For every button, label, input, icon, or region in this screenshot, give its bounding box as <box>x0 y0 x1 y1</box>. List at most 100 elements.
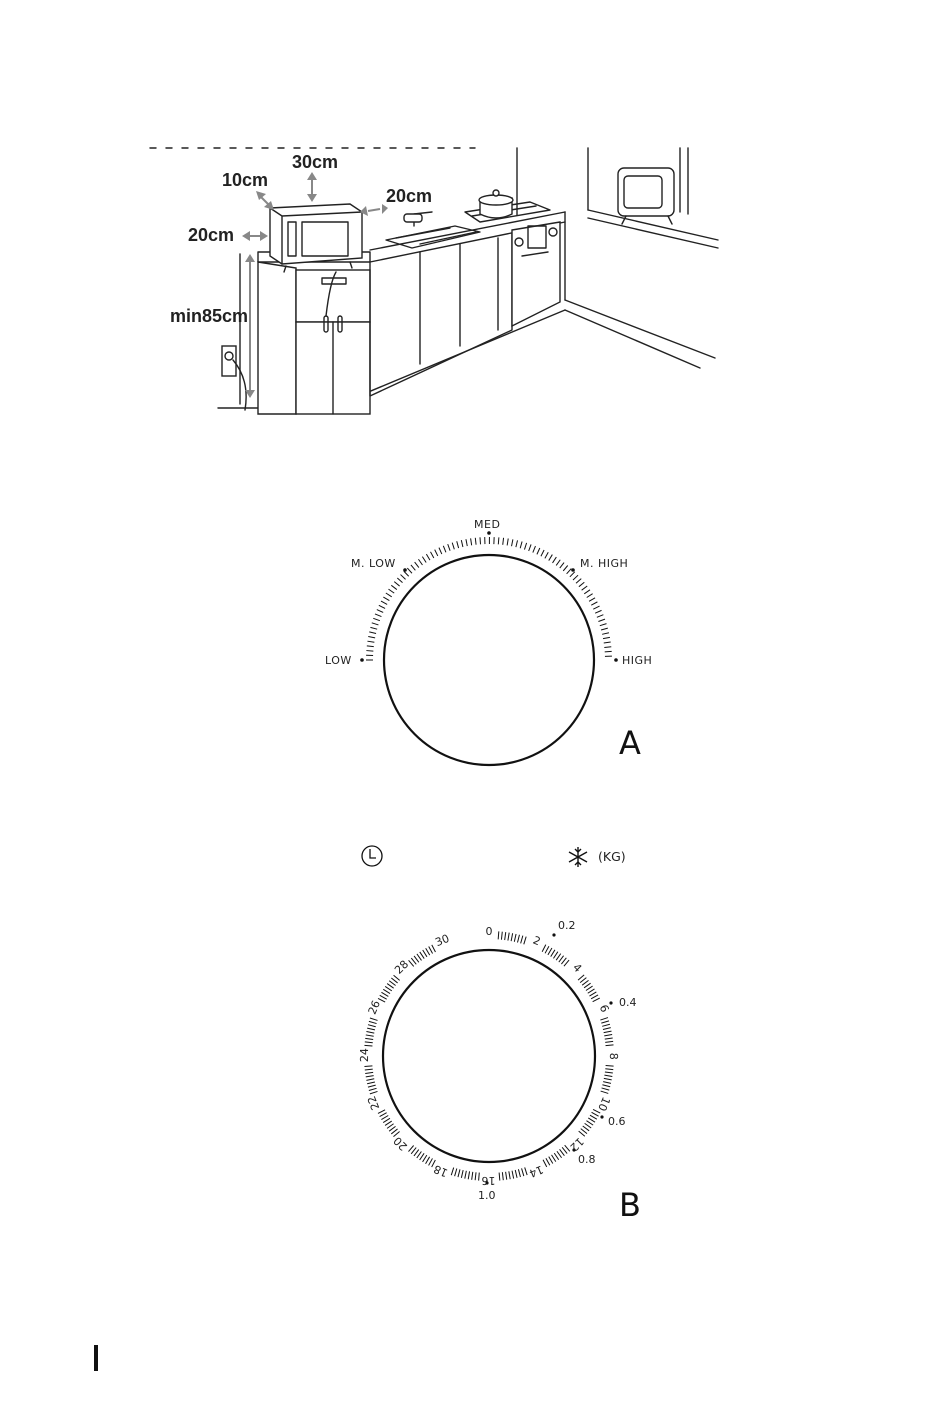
dial-tick <box>380 1113 387 1117</box>
dial-tick <box>378 998 385 1002</box>
dial-tick <box>593 998 600 1002</box>
dial-tick <box>391 978 397 983</box>
dial-tick <box>552 1155 556 1162</box>
dial-tick <box>557 1151 562 1158</box>
dial-tick <box>584 983 591 988</box>
dial-tick <box>369 1088 377 1090</box>
timer-number: 14 <box>527 1163 545 1180</box>
dial-tick <box>593 1109 600 1113</box>
dial-tick <box>465 1171 467 1179</box>
dial-tick <box>364 1066 372 1067</box>
dial-tick <box>365 1072 373 1073</box>
dial-tick <box>451 1168 453 1176</box>
dial-tick <box>365 1038 373 1039</box>
weight-label: 0.4 <box>619 996 637 1009</box>
dial-tick <box>368 1085 376 1087</box>
dial-tick <box>420 1153 424 1160</box>
dial-tick <box>432 1160 436 1167</box>
dial-tick <box>525 1167 527 1175</box>
dial-tick <box>364 1045 372 1046</box>
dial-tick <box>383 1118 390 1122</box>
dial-tick <box>387 984 394 989</box>
dial-tick <box>518 935 520 943</box>
dial-tick <box>479 1173 480 1181</box>
dial-tick <box>546 1158 550 1165</box>
dial-tick <box>499 1173 500 1181</box>
page-margin-bar <box>94 1345 98 1371</box>
dial-tick <box>387 1124 394 1129</box>
dial-tick <box>505 932 506 940</box>
timer-number: 30 <box>433 932 451 949</box>
dial-tick <box>549 1157 553 1164</box>
dial-tick <box>368 1025 376 1027</box>
dial-tick <box>475 1172 476 1180</box>
timer-number: 24 <box>358 1048 371 1062</box>
dial-tick <box>580 978 586 983</box>
dial-tick <box>602 1024 610 1026</box>
dial-tick <box>511 933 513 941</box>
dial-tick <box>369 1021 377 1023</box>
dial-tick <box>380 995 387 999</box>
dial-tick <box>588 989 595 993</box>
dial-tick <box>605 1041 613 1042</box>
dial-tick <box>366 1035 374 1036</box>
dial-tick <box>603 1028 611 1030</box>
dial-tick <box>385 986 392 990</box>
dial-tick <box>592 1112 599 1116</box>
dial-tick <box>601 1021 609 1023</box>
dial-tick <box>429 946 433 953</box>
dial-tick <box>605 1069 613 1070</box>
weight-label: 0.6 <box>608 1115 626 1128</box>
dial-tick <box>367 1028 375 1030</box>
dial-tick <box>583 1126 589 1131</box>
weight-label: 1.0 <box>478 1189 496 1202</box>
dial-tick <box>604 1035 612 1036</box>
dial-tick <box>381 992 388 996</box>
dial-tick <box>545 946 549 953</box>
dial-tick <box>426 1157 430 1164</box>
dial-tick <box>429 1158 433 1165</box>
timer-number: 2 <box>531 934 542 949</box>
dial-tick <box>408 1145 413 1151</box>
dial-tick <box>561 958 566 964</box>
dial-tick <box>414 956 419 962</box>
dial-tick <box>542 945 546 952</box>
timer-dial-knob <box>383 950 595 1162</box>
dial-tick <box>370 1018 378 1020</box>
dial-tick <box>605 1072 613 1073</box>
dial-tick <box>365 1069 373 1070</box>
dial-tick <box>551 950 555 957</box>
dial-tick <box>605 1038 613 1039</box>
dial-tick <box>548 948 552 955</box>
dial-tick <box>411 958 416 964</box>
dial-tick <box>472 1172 473 1180</box>
dial-tick <box>423 950 427 957</box>
dial-tick <box>522 1168 524 1176</box>
dial-tick <box>498 931 499 939</box>
dial-tick <box>423 1155 427 1162</box>
dial-tick <box>562 1147 567 1153</box>
dial-tick <box>383 989 390 993</box>
dial-tick <box>553 952 557 959</box>
dial-tick <box>604 1078 612 1080</box>
dial-tick <box>578 975 584 980</box>
dial-tick <box>366 1079 374 1081</box>
dial-tick <box>602 1088 610 1090</box>
dial-tick <box>389 1126 395 1131</box>
dial-tick <box>411 1148 416 1154</box>
dial-tick <box>414 1150 419 1156</box>
dial-tick <box>417 1151 422 1158</box>
dial-tick <box>586 1121 593 1125</box>
dial-tick <box>508 933 509 941</box>
dial-tick <box>468 1171 469 1179</box>
dial-tick <box>603 1082 611 1084</box>
dial-tick <box>586 986 593 990</box>
timer-number: 4 <box>570 961 584 975</box>
dial-tick <box>588 1118 595 1122</box>
dial-tick <box>604 1075 612 1076</box>
dial-tick <box>455 1168 457 1176</box>
dial-tick <box>579 1131 585 1136</box>
dial-tick <box>602 1085 610 1087</box>
dial-tick <box>581 1129 587 1134</box>
